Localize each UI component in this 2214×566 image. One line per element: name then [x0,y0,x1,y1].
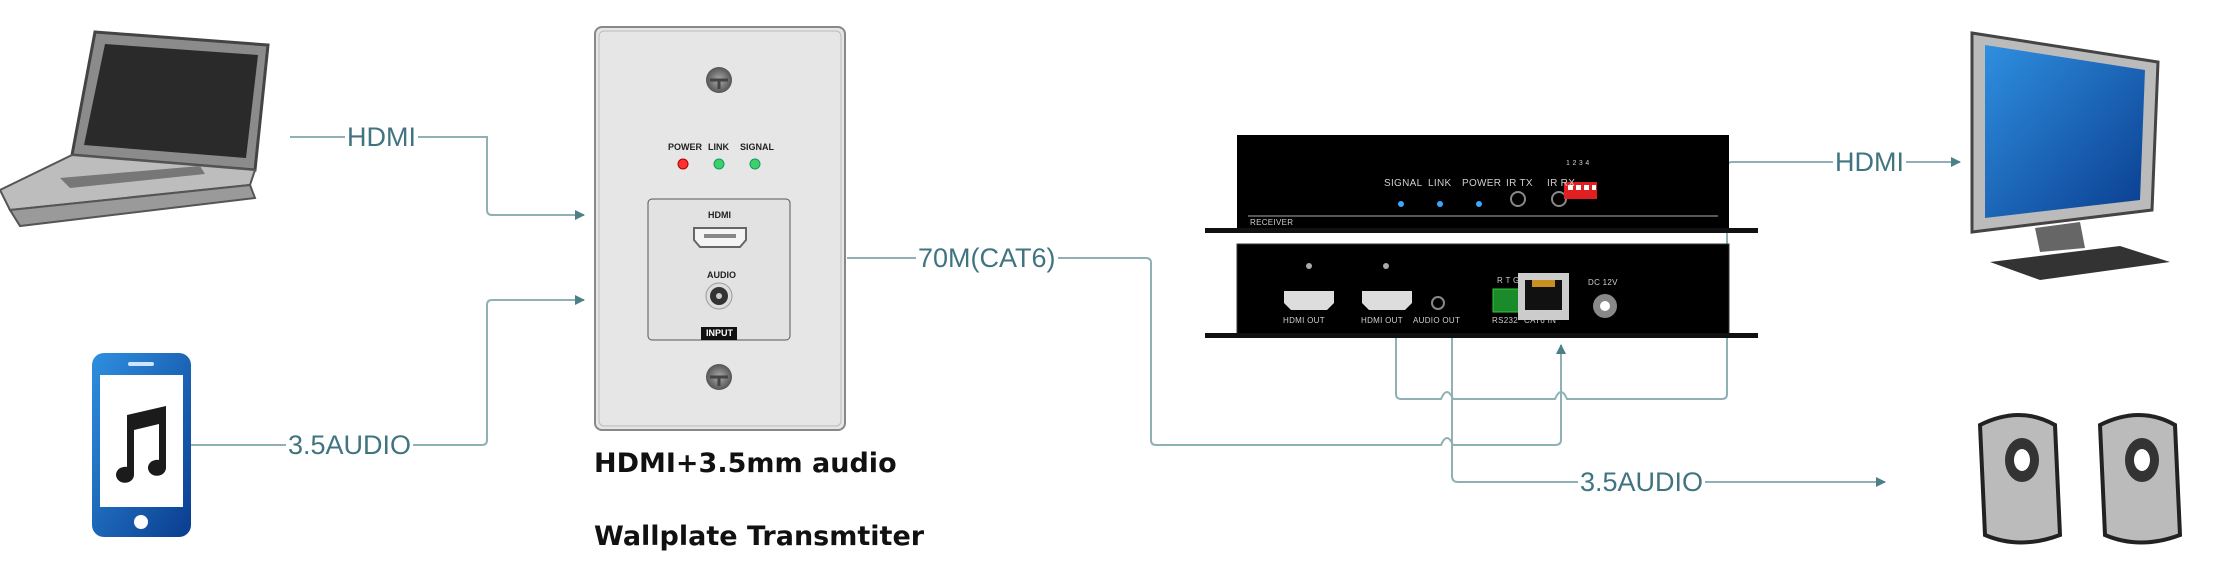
laptop-icon [0,30,270,228]
phone-icon [92,353,191,537]
rs232-label: RS232 [1492,316,1518,325]
hdmi-port-label: HDMI [708,210,731,220]
rx-link-label: LINK [1428,178,1452,189]
audio-input-label: 3.5AUDIO [286,430,414,460]
screw-icon [706,364,732,390]
rs232-pins-label: R T G [1497,276,1520,285]
cat6-cable-label: 70M(CAT6) [916,243,1058,273]
rx-irrx-label: IR RX [1547,178,1576,189]
cat6-in-label: CAT6 IN [1524,316,1557,325]
hdmi-output-label: HDMI [1833,147,1906,177]
hdmi-out-2-label: HDMI OUT [1361,316,1403,325]
receiver-rear [1205,243,1758,338]
dc-12v-label: DC 12V [1588,278,1618,287]
dip-numbers: 1 2 3 4 [1566,160,1590,167]
input-tag: INPUT [706,328,733,338]
power-led-label: POWER [668,142,703,152]
speakers-icon [1977,413,2183,545]
transmitter-caption-2: Wallplate Transmtiter [594,521,925,552]
receiver-front [1205,135,1758,233]
screw-icon [706,67,732,93]
audio-output-label: 3.5AUDIO [1578,467,1706,497]
rx-signal-label: SIGNAL [1384,178,1423,189]
power-led [677,158,689,170]
music-note-icon [116,406,166,483]
hdmi-input-label: HDMI [345,122,418,152]
hdmi-out-1-label: HDMI OUT [1283,316,1325,325]
link-led-label: LINK [708,142,729,152]
rx-power-label: POWER [1462,178,1502,189]
monitor-icon [1970,31,2170,280]
wallplate-transmitter [594,26,846,431]
hdmi-out-port-icon [1284,291,1334,310]
audio-out-label: AUDIO OUT [1413,316,1461,325]
transmitter-caption: HDMI+3.5mm audio [594,448,897,479]
signal-led [749,158,761,170]
audio-port-label: AUDIO [707,270,736,280]
hdmi-out-port-icon [1362,291,1412,310]
rx-irtx-label: IR TX [1506,178,1533,189]
signal-led-label: SIGNAL [740,142,775,152]
receiver-name: RECEIVER [1250,218,1294,227]
link-led [713,158,725,170]
